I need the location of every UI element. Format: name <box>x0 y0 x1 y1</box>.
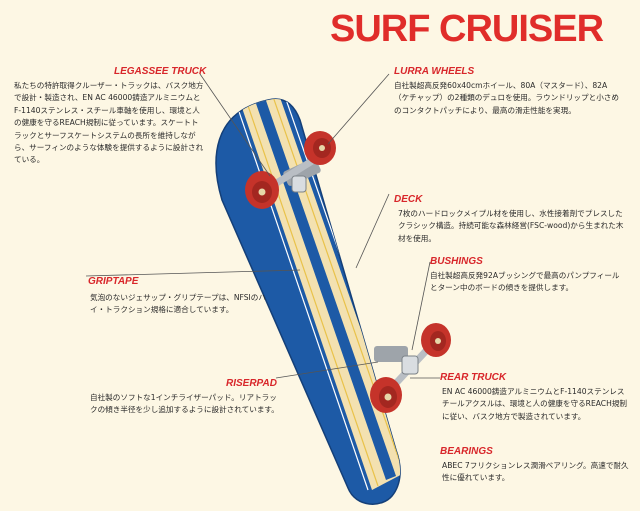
label-rear-truck: REAR TRUCK <box>440 372 507 383</box>
label-lurra-wheels: LURRA WHEELS <box>394 66 475 77</box>
rear-wheel-left <box>370 377 402 413</box>
callout-lines <box>85 73 440 379</box>
label-bushings: BUSHINGS <box>430 256 483 267</box>
label-riserpad: RISERPAD <box>226 378 277 389</box>
label-legassee-truck: LEGASSEE TRUCK <box>114 66 207 77</box>
desc-legassee-truck: 私たちの特許取得クルーザー・トラックは、バスク地方で設計・製造され、EN AC … <box>14 81 204 165</box>
desc-riserpad: 自社製のソフトな1インチライザーパッド。リアトラックの傾き半径を少し追加するよう… <box>90 393 279 415</box>
desc-bearings: ABEC 7フリクションレス潤滑ベアリング。高速で耐久性に優れています。 <box>442 461 629 483</box>
label-griptape: GRIPTAPE <box>88 276 139 287</box>
front-wheel-right <box>304 131 336 165</box>
page-title: SURF CRUISER <box>330 8 604 50</box>
desc-bushings: 自社製超高反発92Aブッシングで最高のパンプフィールとターン中のボードの傾きを提… <box>430 271 620 293</box>
front-wheel-left <box>245 171 279 209</box>
rear-wheel-right <box>421 323 451 357</box>
label-bearings: BEARINGS <box>440 446 493 457</box>
desc-rear-truck: EN AC 46000鋳造アルミニウムとF-1140ステンレスチールアクスルは、… <box>442 387 628 421</box>
desc-griptape: 気泡のないジェサップ・グリプテープは、NFSIのハイ・トラクション規格に適合して… <box>90 293 266 315</box>
desc-deck: 7枚のハードロックメイプル材を使用し、水性接着剤でプレスしたクラシック構造。持続… <box>398 209 624 243</box>
desc-lurra-wheels: 自社製超高反発60x40cmホイール、80A（マスタード）、82A（ケチャップ）… <box>394 81 619 115</box>
label-deck: DECK <box>394 194 423 205</box>
